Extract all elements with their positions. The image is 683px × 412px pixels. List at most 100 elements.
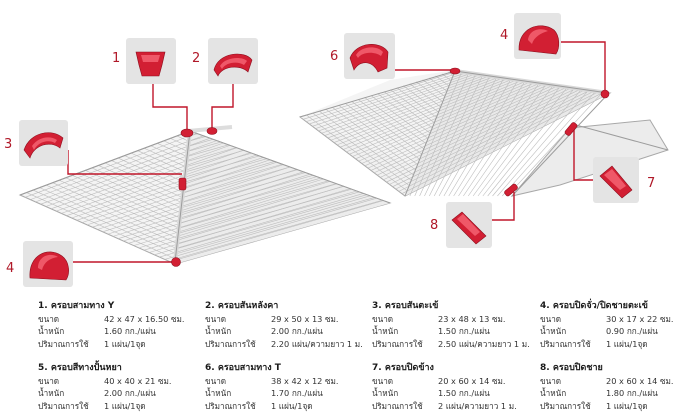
spec-row-usage: ปริมาณการใช้ 1 แผ่น/1จุด: [38, 400, 203, 412]
callout-4-right: 4: [500, 28, 508, 43]
spec-label: น้ำหนัก: [205, 388, 232, 399]
spec-value: 29 x 50 x 13 ซม.: [271, 314, 339, 325]
spec-label: ขนาด: [372, 314, 394, 325]
spec-label: น้ำหนัก: [540, 326, 567, 337]
spec-label: ปริมาณการใช้: [540, 400, 591, 411]
spec-value: 20 x 60 x 14 ซม.: [606, 376, 674, 387]
callout-7: 7: [647, 176, 655, 191]
spec-row-usage: ปริมาณการใช้ 1 แผ่น/1จุด: [540, 400, 683, 412]
callout-1: 1: [112, 51, 120, 66]
spec-value: 1.60 กก./แผ่น: [104, 326, 156, 337]
spec-row-weight: น้ำหนัก 2.00 กก./แผ่น: [205, 325, 370, 337]
thumb-6: [344, 33, 395, 79]
spec-block-2: 2. ครอบสันหลังคา ขนาด 29 x 50 x 13 ซม. น้…: [205, 300, 370, 350]
spec-value: 1 แผ่น/1จุด: [606, 338, 648, 349]
callout-6: 6: [330, 49, 338, 64]
spec-label: ปริมาณการใช้: [38, 400, 89, 411]
spec-title: 6. ครอบสามทาง T: [205, 363, 281, 373]
spec-title: 3. ครอบสันตะเข้: [372, 301, 439, 311]
gable-roof-right: [298, 69, 669, 197]
spec-label: น้ำหนัก: [372, 326, 399, 337]
spec-row-usage: ปริมาณการใช้ 1 แผ่น/1จุด: [38, 338, 203, 350]
spec-label: ปริมาณการใช้: [205, 338, 256, 349]
spec-row-weight: น้ำหนัก 1.70 กก./แผ่น: [205, 387, 370, 399]
spec-value: 0.90 กก./แผ่น: [606, 326, 658, 337]
spec-label: ขนาด: [205, 376, 227, 387]
spec-value: 1.50 กก./แผ่น: [438, 326, 490, 337]
thumb-1: [126, 38, 176, 84]
spec-value: 23 x 48 x 13 ซม.: [438, 314, 506, 325]
spec-label: ขนาด: [38, 314, 60, 325]
spec-row-size: ขนาด 29 x 50 x 13 ซม.: [205, 313, 370, 325]
spec-block-3: 3. ครอบสันตะเข้ ขนาด 23 x 48 x 13 ซม. น้ำ…: [372, 300, 537, 350]
spec-block-6: 6. ครอบสามทาง T ขนาด 38 x 42 x 12 ซม. น้ำ…: [205, 362, 370, 412]
spec-value: 1 แผ่น/1จุด: [104, 338, 146, 349]
spec-value: 1 แผ่น/1จุด: [104, 400, 146, 411]
spec-label: ขนาด: [540, 376, 562, 387]
spec-label: ขนาด: [540, 314, 562, 325]
spec-row-size: ขนาด 30 x 17 x 22 ซม.: [540, 313, 683, 325]
spec-label: น้ำหนัก: [205, 326, 232, 337]
callout-8: 8: [430, 218, 438, 233]
hip-roof-left: [18, 125, 392, 265]
spec-value: 30 x 17 x 22 ซม.: [606, 314, 674, 325]
spec-label: ขนาด: [38, 376, 60, 387]
leader-lines: [67, 41, 606, 263]
spec-label: ขนาด: [205, 314, 227, 325]
spec-value: 2 แผ่น/ความยาว 1 ม.: [438, 400, 517, 411]
spec-label: ปริมาณการใช้: [205, 400, 256, 411]
spec-value: 38 x 42 x 12 ซม.: [271, 376, 339, 387]
thumb-4-right: [514, 13, 561, 59]
spec-row-weight: น้ำหนัก 1.60 กก./แผ่น: [38, 325, 203, 337]
spec-title: 5. ครอบสีทางปั้นหยา: [38, 363, 122, 373]
ridge-accessories: [171, 67, 610, 267]
spec-block-7: 7. ครอบปิดข้าง ขนาด 20 x 60 x 14 ซม. น้ำห…: [372, 362, 537, 412]
spec-label: ปริมาณการใช้: [540, 338, 591, 349]
spec-block-5: 5. ครอบสีทางปั้นหยา ขนาด 40 x 40 x 21 ซม.…: [38, 362, 203, 412]
spec-row-weight: น้ำหนัก 0.90 กก./แผ่น: [540, 325, 683, 337]
spec-label: น้ำหนัก: [372, 388, 399, 399]
spec-label: ขนาด: [372, 376, 394, 387]
spec-value: 2.00 กก./แผ่น: [271, 326, 323, 337]
spec-value: 40 x 40 x 21 ซม.: [104, 376, 172, 387]
spec-row-usage: ปริมาณการใช้ 1 แผ่น/1จุด: [205, 400, 370, 412]
spec-value: 1 แผ่น/1จุด: [606, 400, 648, 411]
callout-3: 3: [4, 137, 12, 152]
callout-4-left: 4: [6, 261, 14, 276]
spec-row-usage: ปริมาณการใช้ 2 แผ่น/ความยาว 1 ม.: [372, 400, 537, 412]
spec-title: 4. ครอบปิดจั่ว/ปิดชายตะเข้: [540, 301, 648, 311]
roof-diagram: 1 2 3 4 4 6 7 8: [4, 13, 669, 287]
spec-row-usage: ปริมาณการใช้ 2.50 แผ่น/ความยาว 1 ม.: [372, 338, 537, 350]
spec-label: น้ำหนัก: [540, 388, 567, 399]
spec-label: ปริมาณการใช้: [372, 400, 423, 411]
thumb-4-left: [23, 241, 73, 287]
spec-row-weight: น้ำหนัก 2.00 กก./แผ่น: [38, 387, 203, 399]
thumb-7: [593, 157, 639, 203]
spec-title: 1. ครอบสามทาง Y: [38, 301, 115, 311]
spec-block-4: 4. ครอบปิดจั่ว/ปิดชายตะเข้ ขนาด 30 x 17 x…: [540, 300, 683, 350]
spec-row-usage: ปริมาณการใช้ 1 แผ่น/1จุด: [540, 338, 683, 350]
spec-row-size: ขนาด 40 x 40 x 21 ซม.: [38, 375, 203, 387]
spec-title: 7. ครอบปิดข้าง: [372, 363, 434, 373]
spec-value: 2.00 กก./แผ่น: [104, 388, 156, 399]
spec-row-weight: น้ำหนัก 1.50 กก./แผ่น: [372, 325, 537, 337]
spec-label: น้ำหนัก: [38, 326, 65, 337]
spec-value: 20 x 60 x 14 ซม.: [438, 376, 506, 387]
spec-row-size: ขนาด 23 x 48 x 13 ซม.: [372, 313, 537, 325]
spec-value: 2.50 แผ่น/ความยาว 1 ม.: [438, 338, 530, 349]
thumb-2: [208, 38, 258, 84]
spec-title: 2. ครอบสันหลังคา: [205, 301, 279, 311]
spec-label: น้ำหนัก: [38, 388, 65, 399]
spec-value: 1.70 กก./แผ่น: [271, 388, 323, 399]
spec-label: ปริมาณการใช้: [38, 338, 89, 349]
spec-value: 1 แผ่น/1จุด: [271, 400, 313, 411]
spec-value: 2.20 แผ่น/ความยาว 1 ม.: [271, 338, 363, 349]
spec-row-size: ขนาด 38 x 42 x 12 ซม.: [205, 375, 370, 387]
spec-label: ปริมาณการใช้: [372, 338, 423, 349]
spec-row-size: ขนาด 20 x 60 x 14 ซม.: [540, 375, 683, 387]
